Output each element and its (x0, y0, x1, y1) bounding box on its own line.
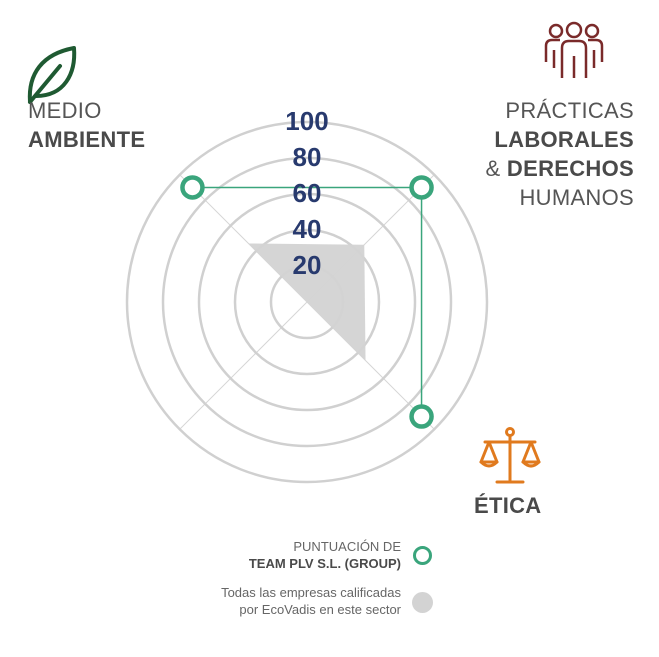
people-group-icon (544, 21, 604, 78)
company-point-0 (180, 175, 205, 200)
scales-icon (479, 427, 541, 484)
legend-company-line2: TEAM PLV S.L. (GROUP) (248, 556, 401, 571)
legend-sector: Todas las empresas calificadas por EcoVa… (221, 584, 401, 618)
environment-label-line2: AMBIENTE (28, 127, 146, 152)
labor-label-ampersand: & (485, 156, 507, 181)
category-environment: MEDIO AMBIENTE (28, 96, 145, 154)
grid-ring-40 (233, 228, 381, 376)
tick-label-80: 80 (293, 142, 322, 172)
labor-label-line2: LABORALES (494, 127, 634, 152)
category-ethics: ÉTICA (474, 493, 542, 518)
environment-label-line1: MEDIO (28, 98, 102, 123)
sector-series (248, 243, 366, 361)
category-labor: PRÁCTICAS LABORALES & DERECHOS HUMANOS (486, 96, 634, 212)
company-point-2 (409, 404, 434, 429)
leaf-icon (27, 46, 77, 104)
sector-area (248, 243, 366, 361)
labor-label-line1: PRÁCTICAS (505, 98, 634, 123)
company-series (180, 175, 434, 429)
tick-label-60: 60 (293, 178, 322, 208)
tick-label-20: 20 (293, 250, 322, 280)
legend-company-line1: PUNTUACIÓN DE (293, 539, 401, 554)
tick-label-100: 100 (285, 106, 328, 136)
grid-ring-60 (197, 192, 417, 412)
grid-ring-80 (161, 156, 453, 448)
tick-label-40: 40 (293, 214, 322, 244)
labor-label-line4: HUMANOS (519, 185, 634, 210)
grid-ring-100 (125, 120, 489, 484)
legend-sector-line2: por EcoVadis en este sector (239, 602, 401, 617)
legend-company-swatch (413, 546, 432, 565)
labor-label-line3: DERECHOS (506, 156, 634, 181)
company-point-1 (409, 175, 434, 200)
radar-grid (125, 120, 489, 484)
legend-sector-swatch (412, 592, 433, 613)
legend-company: PUNTUACIÓN DE TEAM PLV S.L. (GROUP) (249, 538, 401, 572)
legend-sector-line1: Todas las empresas calificadas (221, 585, 401, 600)
tick-labels: 20 40 60 80 100 (285, 106, 328, 280)
